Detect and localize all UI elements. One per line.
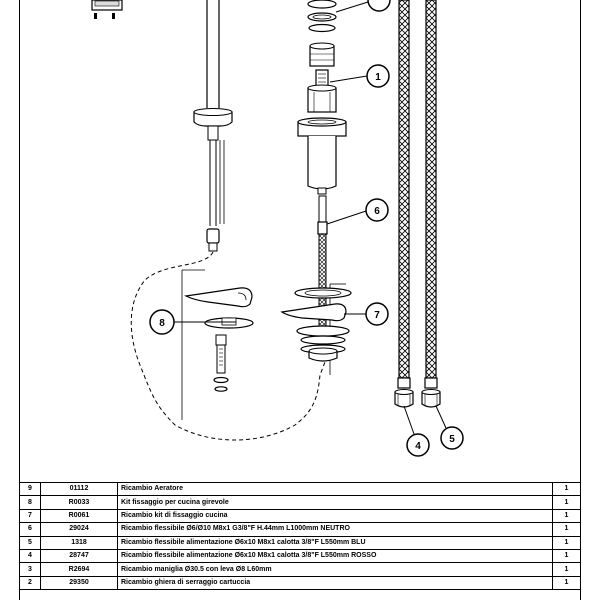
exploded-view-diagram: 1 6 7 8 4 5: [91, 0, 464, 457]
part-quantity: 1: [552, 575, 581, 591]
callout-1-label: 1: [375, 72, 381, 83]
part-description: Ricambio kit di fissaggio cucina: [117, 508, 553, 524]
part-position: 5: [19, 535, 41, 550]
part-description: Ricambio ghiera di serraggio cartuccia: [117, 575, 553, 591]
part-position: 6: [19, 522, 41, 537]
callout-6: 6: [365, 198, 389, 222]
dashed-connection-path: [130, 251, 326, 441]
part-code: R2694: [40, 562, 118, 577]
part-quantity: 1: [552, 522, 581, 537]
callout-6-label: 6: [374, 206, 380, 217]
callout-7: 7: [365, 302, 389, 326]
part-quantity: 1: [552, 535, 581, 550]
part-code: 1318: [40, 535, 118, 550]
part-code: 29350: [40, 575, 118, 591]
part-code: 28747: [40, 548, 118, 564]
part-position: 3: [19, 562, 41, 577]
leader-lines: [174, 1, 447, 435]
supply-hose-red: [394, 0, 414, 408]
callout-5: 5: [440, 426, 464, 450]
callout-3: [367, 0, 391, 12]
callout-8: 8: [149, 309, 175, 335]
callout-4: 4: [406, 433, 430, 457]
callout-5-label: 5: [449, 434, 455, 445]
part-quantity: 1: [552, 548, 581, 564]
central-flex-hose: [317, 195, 328, 345]
part-quantity: 1: [552, 562, 581, 577]
part-code: R0033: [40, 495, 118, 510]
part-position: 8: [19, 495, 41, 510]
part-code: 01112: [40, 481, 118, 497]
part-quantity: 1: [552, 495, 581, 510]
swivel-fixing-kit: [181, 269, 254, 420]
callout-1: 1: [366, 64, 390, 88]
cartridge-assembly: [297, 0, 347, 195]
part-description: Ricambio flessibile alimentazione Ø6x10 …: [117, 548, 553, 564]
callout-4-label: 4: [415, 441, 421, 452]
callout-7-label: 7: [374, 310, 380, 321]
part-description: Kit fissaggio per cucina girevole: [117, 495, 553, 510]
part-position: 9: [19, 481, 41, 497]
frame-right-border: [580, 0, 581, 600]
supply-hose-blue: [421, 0, 441, 408]
part-description: Ricambio Aeratore: [117, 481, 553, 497]
part-description: Ricambio flessibile alimentazione Ø6x10 …: [117, 535, 553, 550]
cucina-fixing-kit: [280, 283, 352, 375]
part-quantity: 1: [552, 508, 581, 524]
part-description: Ricambio maniglia Ø30.5 con leva Ø8 L60m…: [117, 562, 553, 577]
part-code: R0061: [40, 508, 118, 524]
part-description: Ricambio flessibile Ø6/Ø10 M8x1 G3/8"F H…: [117, 522, 553, 537]
part-quantity: 1: [552, 481, 581, 497]
bracket-part-icon: [91, 0, 123, 19]
part-position: 2: [19, 575, 41, 591]
callout-8-label: 8: [159, 318, 165, 329]
part-code: 29024: [40, 522, 118, 537]
part-position: 4: [19, 548, 41, 564]
spout-assembly: [193, 0, 233, 252]
frame-left-border: [19, 0, 20, 600]
part-position: 7: [19, 508, 41, 524]
